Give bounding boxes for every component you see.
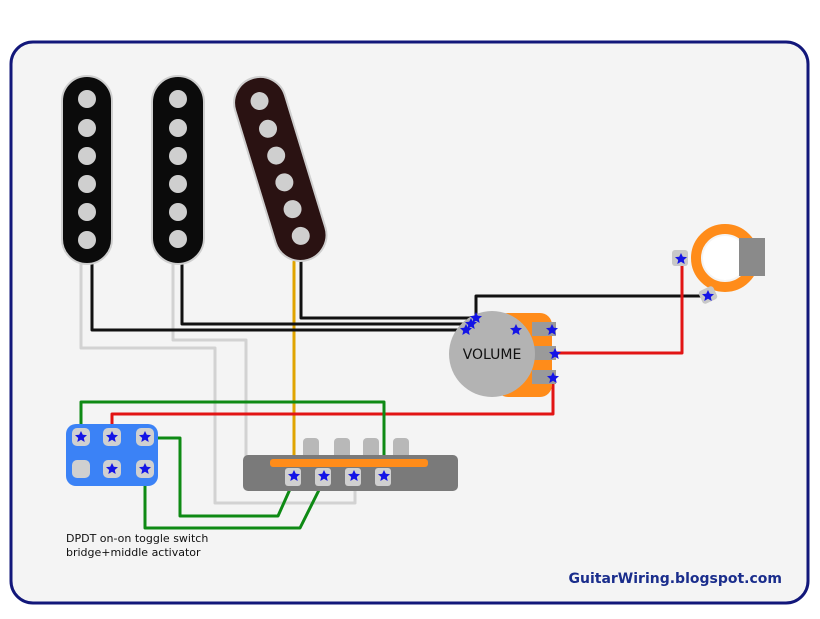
pole-piece: [78, 231, 96, 249]
pole-piece: [169, 203, 187, 221]
pole-piece: [78, 119, 96, 137]
bridge-pickup-body: [233, 75, 328, 262]
switch-caption-line-2: bridge+middle activator: [66, 546, 201, 559]
neck-pickup-body: [61, 75, 113, 265]
pole-piece: [78, 175, 96, 193]
solder-joint-icon: [470, 312, 482, 323]
solder-joint-icon: [318, 470, 330, 481]
five-way-selector-icon: [243, 438, 458, 491]
pole-piece: [291, 226, 310, 245]
bridge-pickup-icon: [233, 75, 328, 262]
pole-piece: [78, 90, 96, 108]
solder-joint-icon: [75, 431, 87, 442]
solder-joint-icon: [702, 290, 714, 301]
switch-lug: [72, 460, 90, 478]
solder-joint-icon: [547, 372, 559, 383]
output-hot-wire: [554, 258, 684, 355]
switch-low-green-wire: [143, 468, 327, 530]
selector-contact-strip: [270, 459, 428, 467]
pole-piece: [78, 147, 96, 165]
solder-joint-icon: [378, 470, 390, 481]
output-jack-icon: [672, 224, 765, 304]
solder-joint-icon: [549, 348, 561, 359]
site-credit: GuitarWiring.blogspot.com: [569, 571, 783, 587]
solder-joint-icon: [348, 470, 360, 481]
middle-pickup-icon: [151, 75, 205, 265]
middle-ground-wire: [171, 260, 248, 480]
pole-piece: [169, 119, 187, 137]
solder-joint-icon: [139, 463, 151, 474]
solder-joint-icon: [139, 431, 151, 442]
middle-pickup-body: [151, 75, 205, 265]
neck-pickup-icon: [61, 75, 113, 265]
solder-joint-icon: [465, 318, 477, 329]
switch-top-green-wire: [79, 400, 386, 480]
solder-joint-icon: [546, 324, 558, 335]
switch-caption-line-1: DPDT on-on toggle switch: [66, 532, 208, 545]
pole-piece: [169, 90, 187, 108]
pole-piece: [267, 146, 286, 165]
volume-pot-icon: VOLUME: [449, 311, 556, 397]
pole-piece: [169, 230, 187, 248]
bridge-ground-wire: [299, 260, 476, 320]
pole-piece: [259, 119, 278, 138]
solder-joint-icon: [675, 253, 687, 264]
pole-piece: [78, 203, 96, 221]
solder-joint-icon: [288, 470, 300, 481]
pole-piece: [283, 200, 302, 219]
solder-joint-icon: [460, 324, 472, 335]
pole-piece: [275, 173, 294, 192]
neck-hot-wire: [90, 260, 468, 332]
pot-lug: [532, 346, 556, 360]
jack-tip-lug: [739, 238, 765, 276]
pole-piece: [169, 175, 187, 193]
solder-joint-icon: [106, 431, 118, 442]
pole-piece: [250, 92, 269, 111]
solder-joint-icon: [106, 463, 118, 474]
switch-mid-green-wire: [143, 436, 297, 518]
neck-ground-wire: [79, 260, 357, 505]
pot-label: VOLUME: [463, 347, 522, 363]
solder-joints: [75, 253, 714, 481]
dpdt-switch-icon: [66, 424, 158, 486]
middle-hot-wire: [180, 260, 471, 326]
jack-hole: [703, 236, 747, 280]
solder-joint-icon: [510, 324, 522, 335]
jack-ground-wire: [474, 294, 710, 320]
pole-piece: [169, 147, 187, 165]
